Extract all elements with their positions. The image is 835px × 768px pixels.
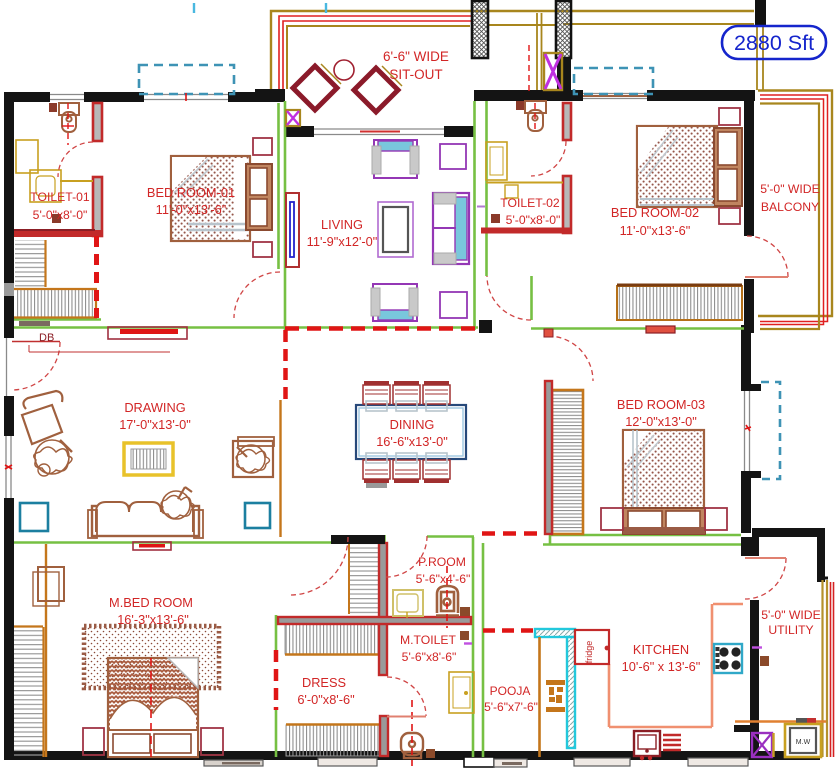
svg-text:BALCONY: BALCONY	[761, 200, 819, 214]
svg-text:5'-6"x4'-6": 5'-6"x4'-6"	[416, 572, 471, 586]
svg-text:17'-0"x13'-0": 17'-0"x13'-0"	[119, 417, 191, 432]
svg-text:5'-0"x8'-0": 5'-0"x8'-0"	[33, 208, 88, 222]
svg-text:5'-6"x8'-6": 5'-6"x8'-6"	[402, 650, 457, 664]
svg-text:16'-3"x13'-6": 16'-3"x13'-6"	[117, 612, 189, 627]
svg-text:TOILET-01: TOILET-01	[30, 190, 90, 204]
svg-text:BED ROOM-01: BED ROOM-01	[147, 185, 235, 200]
svg-text:DRAWING: DRAWING	[124, 400, 185, 415]
svg-text:11'-0"x13'-6": 11'-0"x13'-6"	[156, 202, 227, 217]
svg-text:11'-0"x13'-6": 11'-0"x13'-6"	[620, 223, 691, 238]
svg-text:M.BED ROOM: M.BED ROOM	[109, 595, 193, 610]
svg-text:DB: DB	[39, 332, 54, 344]
svg-text:5'-0" WIDE: 5'-0" WIDE	[760, 182, 819, 196]
svg-text:SIT-OUT: SIT-OUT	[389, 67, 442, 82]
svg-text:5'-0"x8'-0": 5'-0"x8'-0"	[506, 213, 561, 227]
svg-text:TOILET-02: TOILET-02	[500, 196, 560, 210]
svg-text:6'-6" WIDE: 6'-6" WIDE	[383, 49, 449, 64]
svg-text:POOJA: POOJA	[490, 684, 531, 698]
svg-text:P.ROOM: P.ROOM	[418, 555, 466, 569]
svg-text:DRESS: DRESS	[302, 675, 346, 690]
svg-text:BED ROOM-02: BED ROOM-02	[611, 205, 699, 220]
svg-text:fridge: fridge	[584, 641, 594, 664]
svg-text:10'-6" x 13'-6": 10'-6" x 13'-6"	[622, 659, 701, 674]
svg-text:LIVING: LIVING	[321, 217, 363, 232]
svg-text:11'-9"x12'-0": 11'-9"x12'-0"	[307, 234, 378, 249]
svg-text:6'-0"x8'-6": 6'-0"x8'-6"	[297, 692, 354, 707]
svg-text:BED ROOM-03: BED ROOM-03	[617, 397, 705, 412]
svg-text:5'-6"x7'-6": 5'-6"x7'-6"	[484, 700, 538, 714]
svg-text:M.TOILET: M.TOILET	[400, 633, 457, 647]
svg-text:5'-0" WIDE: 5'-0" WIDE	[761, 608, 820, 622]
svg-text:12'-0"x13'-0": 12'-0"x13'-0"	[625, 414, 697, 429]
svg-text:2880 Sft: 2880 Sft	[734, 31, 814, 55]
svg-text:M.W: M.W	[796, 739, 811, 746]
svg-text:UTILITY: UTILITY	[768, 623, 813, 637]
svg-text:16'-6"x13'-0": 16'-6"x13'-0"	[376, 434, 448, 449]
svg-text:KITCHEN: KITCHEN	[633, 642, 689, 657]
svg-text:DINING: DINING	[390, 417, 435, 432]
